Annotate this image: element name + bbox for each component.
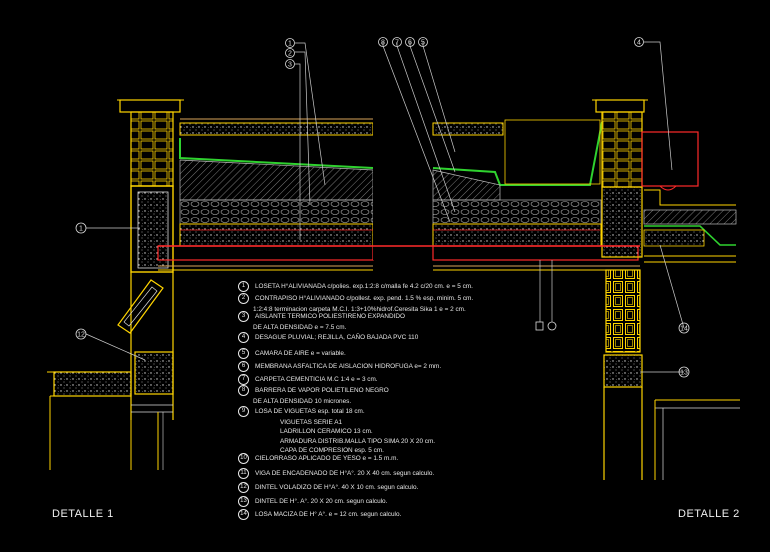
note-item: 13 DINTEL DE H°. A°. 20 X 20 cm. segun ca…: [238, 496, 387, 507]
drain-pipe: [158, 131, 699, 247]
note-text: CARPETA CEMENTICIA M.C 1:4 e = 3 cm.: [255, 376, 378, 384]
callout-left-upper-label: 1: [79, 226, 83, 233]
callout-left-lower: [75, 328, 87, 340]
note-item: 11 VIGA DE ENCADENADO DE H°A°. 20 X 40 cm…: [238, 468, 434, 479]
right-parapet-wall: [592, 99, 648, 480]
note-number: 11: [238, 468, 249, 479]
note-item: 4 DESAGUE PLUVIAL; REJILLA, CAÑO BAJADA P…: [238, 332, 418, 343]
note-text: BARRERA DE VAPOR POLIETILENO NEGRO: [255, 387, 389, 395]
callout-7-top-label: 7: [395, 40, 399, 47]
note-text: DINTEL VOLADIZO DE H°A°. 40 X 10 cm. seg…: [255, 484, 419, 492]
note-number: 10: [238, 453, 249, 464]
detail-1-label: DETALLE 1: [52, 508, 114, 520]
note-text: CONTRAPISO H°ALIVIANADO c/pollest. exp. …: [255, 295, 474, 303]
note-detail: DE ALTA DENSIDAD 10 micrones.: [253, 398, 352, 405]
note-detail: CAPA DE COMPRESION esp. 5 cm.: [280, 447, 384, 455]
callout-6-top-label: 6: [408, 40, 412, 47]
callout-4-top-label: 4: [637, 40, 641, 47]
callout-1-top-label: 1: [288, 41, 292, 48]
note-text: VIGA DE ENCADENADO DE H°A°. 20 X 40 cm. …: [255, 470, 435, 478]
note-text: LOSA DE VIGUETAS esp. total 18 cm.: [255, 408, 365, 416]
note-item: 9 LOSA DE VIGUETAS esp. total 18 cm. VIGUE…: [238, 406, 435, 455]
note-item: 5 CAMARA DE AIRE e = variable.: [238, 348, 346, 359]
note-number: 9: [238, 406, 249, 417]
note-text: LOSETA H°ALIVIANADA c/polies. exp.1:2:8 …: [255, 283, 473, 291]
callout-4-top: [634, 37, 644, 47]
callout-1-top: [285, 38, 295, 48]
detail-2-label: DETALLE 2: [678, 508, 740, 520]
callout-3-top: [285, 59, 295, 69]
callout-6-top: [405, 37, 415, 47]
roof-buildup-left: [157, 118, 374, 271]
left-parapet-wall: [117, 99, 184, 420]
callout-2-top: [285, 48, 295, 58]
note-detail: 1:2:4:8 terminacion carpeta M.C.I. 1:3+1…: [253, 306, 466, 313]
callout-7-top: [392, 37, 402, 47]
note-text: LOSA MACIZA DE H° A°. e = 12 cm. segun c…: [255, 511, 402, 519]
callout-5-top: [418, 37, 428, 47]
note-number: 12: [238, 482, 249, 493]
callout-left-upper: [75, 222, 87, 234]
right-slab-extension: [643, 189, 740, 480]
note-item: 3 AISLANTE TERMICO POLIESTIRENO EXPANDIDO…: [238, 311, 405, 331]
callout-5-top-label: 5: [421, 40, 425, 47]
note-detail: ARMADURA DISTRIB.MALLA TIPO SIMA 20 X 20…: [280, 437, 436, 445]
callout-markers: 1 2 3 8 7 6 5 4 1 12 14 13: [75, 37, 690, 378]
note-detail: LADRILLON CERAMICO 13 cm.: [280, 428, 373, 436]
note-text: DINTEL DE H°. A°. 20 X 20 cm. segun calc…: [255, 498, 388, 506]
callout-leaders: [85, 41, 685, 373]
callout-right-lower: [678, 366, 690, 378]
note-text: MEMBRANA ASFALTICA DE AISLACION HIDROFUG…: [255, 363, 442, 371]
note-text: DESAGUE PLUVIAL; REJILLA, CAÑO BAJADA PV…: [255, 334, 419, 342]
note-number: 14: [238, 509, 249, 520]
note-item: 2 CONTRAPISO H°ALIVIANADO c/pollest. exp.…: [238, 293, 473, 313]
callout-8-top: [378, 37, 388, 47]
note-item: 14 LOSA MACIZA DE H° A°. e = 12 cm. segun…: [238, 509, 401, 520]
note-detail: DE ALTA DENSIDAD e = 7.5 cm.: [253, 324, 347, 331]
note-number: 5: [238, 348, 249, 359]
note-number: 8: [238, 385, 249, 396]
note-item: 10 CIELORRASO APLICADO DE YESO e = 1.5 m.…: [238, 453, 398, 464]
drain-symbols: [535, 260, 557, 331]
note-text: AISLANTE TERMICO POLIESTIRENO EXPANDIDO: [255, 313, 405, 321]
callout-3-top-label: 3: [288, 62, 292, 69]
note-number: 13: [238, 496, 249, 507]
note-number: 4: [238, 332, 249, 343]
note-text: CAMARA DE AIRE e = variable.: [255, 350, 346, 358]
note-number: 3: [238, 311, 249, 322]
note-number: 7: [238, 374, 249, 385]
note-number: 1: [238, 281, 249, 292]
note-item: 1 LOSETA H°ALIVIANADA c/polies. exp.1:2:8…: [238, 281, 473, 292]
note-item: 6 MEMBRANA ASFALTICA DE AISLACION HIDROFU…: [238, 361, 441, 372]
note-number: 2: [238, 293, 249, 304]
callout-8-top-label: 8: [381, 40, 385, 47]
note-item: 8 BARRERA DE VAPOR POLIETILENO NEGRO DE AL…: [238, 385, 389, 405]
callout-right-lower-label: 13: [680, 370, 688, 377]
break-gap: [373, 80, 433, 260]
callout-2-top-label: 2: [288, 51, 292, 58]
left-window-lintel: [47, 279, 174, 470]
note-text: CIELORRASO APLICADO DE YESO e = 1.5 m.m.: [255, 455, 399, 463]
note-item: 12 DINTEL VOLADIZO DE H°A°. 40 X 10 cm. s…: [238, 482, 418, 493]
note-number: 6: [238, 361, 249, 372]
callout-right-upper-label: 14: [680, 326, 688, 333]
callout-right-upper: [678, 322, 690, 334]
note-detail: VIGUETAS SERIE A1: [280, 419, 343, 426]
note-item: 7 CARPETA CEMENTICIA M.C 1:4 e = 3 cm.: [238, 374, 378, 385]
callout-left-lower-label: 12: [77, 332, 85, 339]
